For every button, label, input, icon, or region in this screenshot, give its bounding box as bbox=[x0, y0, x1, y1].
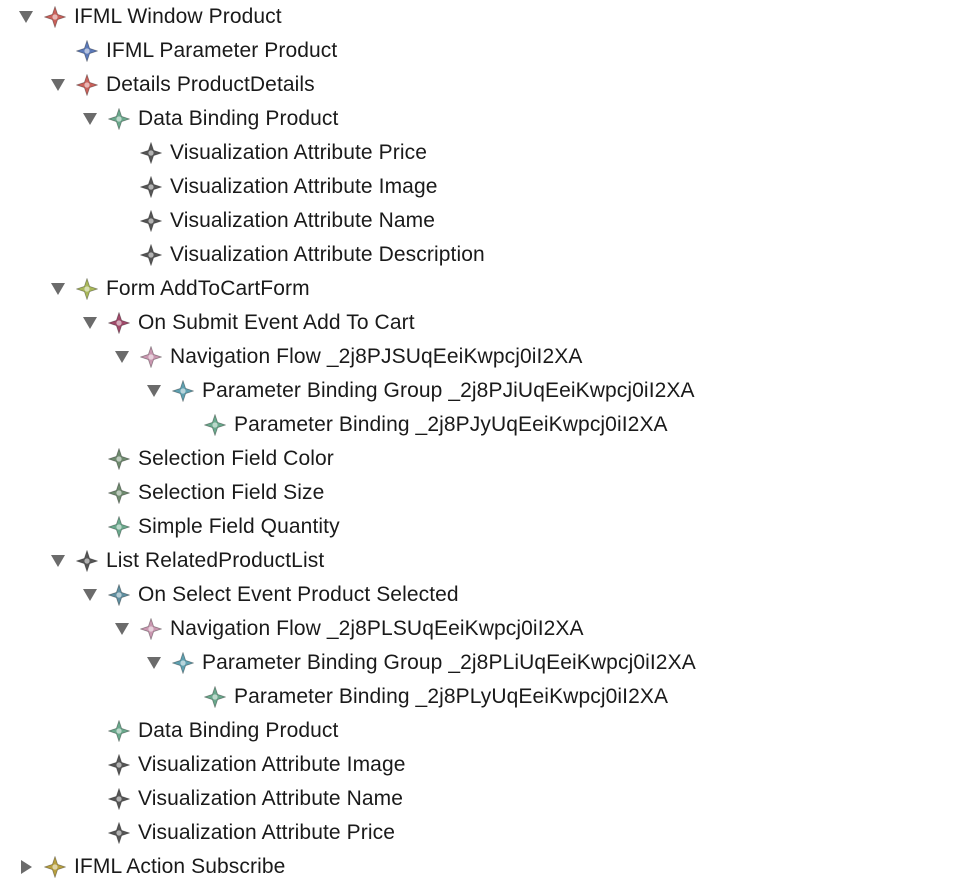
tree-item[interactable]: On Select Event Product Selected bbox=[0, 578, 958, 612]
tree-item-label: Visualization Attribute Image bbox=[170, 175, 438, 198]
tree-item[interactable]: Details ProductDetails bbox=[0, 68, 958, 102]
tree-item[interactable]: Selection Field Color bbox=[0, 442, 958, 476]
details-icon bbox=[76, 74, 98, 96]
tree-item[interactable]: Simple Field Quantity bbox=[0, 510, 958, 544]
tree-item-label: Visualization Attribute Image bbox=[138, 753, 406, 776]
tree-item[interactable]: Parameter Binding Group _2j8PJiUqEeiKwpc… bbox=[0, 374, 958, 408]
tree-item-label: Visualization Attribute Description bbox=[170, 243, 485, 266]
tree-item[interactable]: Visualization Attribute Name bbox=[0, 204, 958, 238]
tree-item[interactable]: Parameter Binding _2j8PJyUqEeiKwpcj0iI2X… bbox=[0, 408, 958, 442]
selection-field-icon bbox=[108, 482, 130, 504]
form-icon bbox=[76, 278, 98, 300]
tree-item[interactable]: Visualization Attribute Price bbox=[0, 136, 958, 170]
tree-item[interactable]: Visualization Attribute Image bbox=[0, 170, 958, 204]
tree-item-label: On Submit Event Add To Cart bbox=[138, 311, 415, 334]
tree-item-label: Visualization Attribute Name bbox=[170, 209, 436, 232]
visualization-attribute-icon bbox=[140, 244, 162, 266]
tree-item[interactable]: IFML Parameter Product bbox=[0, 34, 958, 68]
data-binding-icon bbox=[108, 720, 130, 742]
expand-toggle-open-icon[interactable] bbox=[115, 350, 129, 364]
visualization-attribute-icon bbox=[140, 176, 162, 198]
tree-item[interactable]: On Submit Event Add To Cart bbox=[0, 306, 958, 340]
tree-item[interactable]: IFML Action Subscribe bbox=[0, 850, 958, 884]
parameter-icon bbox=[76, 40, 98, 62]
tree-item-label: Navigation Flow _2j8PJSUqEeiKwpcj0iI2XA bbox=[170, 345, 583, 368]
selection-field-icon bbox=[108, 448, 130, 470]
expand-toggle-open-icon[interactable] bbox=[147, 384, 161, 398]
tree-item-label: Parameter Binding Group _2j8PLiUqEeiKwpc… bbox=[202, 651, 696, 674]
tree-item-label: Parameter Binding Group _2j8PJiUqEeiKwpc… bbox=[202, 379, 695, 402]
data-binding-icon bbox=[108, 108, 130, 130]
tree-item-label: Visualization Attribute Price bbox=[170, 141, 427, 164]
tree-item-label: Visualization Attribute Name bbox=[138, 787, 404, 810]
window-icon bbox=[44, 6, 66, 28]
tree-item-label: Selection Field Color bbox=[138, 447, 334, 470]
tree-item-label: Simple Field Quantity bbox=[138, 515, 340, 538]
expand-toggle-open-icon[interactable] bbox=[83, 112, 97, 126]
expand-toggle-open-icon[interactable] bbox=[51, 282, 65, 296]
tree-item[interactable]: Visualization Attribute Description bbox=[0, 238, 958, 272]
visualization-attribute-icon bbox=[108, 822, 130, 844]
tree-item-label: Data Binding Product bbox=[138, 107, 339, 130]
visualization-attribute-icon bbox=[140, 210, 162, 232]
tree-item[interactable]: Form AddToCartForm bbox=[0, 272, 958, 306]
list-icon bbox=[76, 550, 98, 572]
select-event-icon bbox=[108, 584, 130, 606]
tree-item[interactable]: Data Binding Product bbox=[0, 714, 958, 748]
tree-item[interactable]: Visualization Attribute Image bbox=[0, 748, 958, 782]
tree-item[interactable]: Navigation Flow _2j8PJSUqEeiKwpcj0iI2XA bbox=[0, 340, 958, 374]
tree-item[interactable]: Parameter Binding Group _2j8PLiUqEeiKwpc… bbox=[0, 646, 958, 680]
parameter-binding-icon bbox=[204, 686, 226, 708]
tree-item[interactable]: IFML Window Product bbox=[0, 0, 958, 34]
tree-item-label: Navigation Flow _2j8PLSUqEeiKwpcj0iI2XA bbox=[170, 617, 584, 640]
tree-item-label: Parameter Binding _2j8PJyUqEeiKwpcj0iI2X… bbox=[234, 413, 668, 436]
expand-toggle-open-icon[interactable] bbox=[51, 554, 65, 568]
submit-event-icon bbox=[108, 312, 130, 334]
tree-item-label: List RelatedProductList bbox=[106, 549, 325, 572]
expand-toggle-open-icon[interactable] bbox=[83, 316, 97, 330]
tree-item-label: Parameter Binding _2j8PLyUqEeiKwpcj0iI2X… bbox=[234, 685, 669, 708]
tree-item-label: IFML Window Product bbox=[74, 5, 282, 28]
tree-item-label: Form AddToCartForm bbox=[106, 277, 310, 300]
visualization-attribute-icon bbox=[108, 788, 130, 810]
simple-field-icon bbox=[108, 516, 130, 538]
tree-item[interactable]: List RelatedProductList bbox=[0, 544, 958, 578]
expand-toggle-closed-icon[interactable] bbox=[19, 860, 33, 874]
expand-toggle-open-icon[interactable] bbox=[147, 656, 161, 670]
parameter-binding-group-icon bbox=[172, 652, 194, 674]
tree-item-label: Details ProductDetails bbox=[106, 73, 315, 96]
tree-item-label: Visualization Attribute Price bbox=[138, 821, 395, 844]
navigation-flow-icon bbox=[140, 618, 162, 640]
tree-item-label: Selection Field Size bbox=[138, 481, 325, 504]
tree-item[interactable]: Navigation Flow _2j8PLSUqEeiKwpcj0iI2XA bbox=[0, 612, 958, 646]
tree-item[interactable]: Visualization Attribute Price bbox=[0, 816, 958, 850]
visualization-attribute-icon bbox=[108, 754, 130, 776]
tree-item-label: IFML Action Subscribe bbox=[74, 855, 286, 878]
visualization-attribute-icon bbox=[140, 142, 162, 164]
parameter-binding-icon bbox=[204, 414, 226, 436]
parameter-binding-group-icon bbox=[172, 380, 194, 402]
tree-item[interactable]: Parameter Binding _2j8PLyUqEeiKwpcj0iI2X… bbox=[0, 680, 958, 714]
tree-item-label: IFML Parameter Product bbox=[106, 39, 338, 62]
expand-toggle-open-icon[interactable] bbox=[51, 78, 65, 92]
tree-item-label: Data Binding Product bbox=[138, 719, 339, 742]
tree-item[interactable]: Data Binding Product bbox=[0, 102, 958, 136]
navigation-flow-icon bbox=[140, 346, 162, 368]
tree-item[interactable]: Selection Field Size bbox=[0, 476, 958, 510]
action-icon bbox=[44, 856, 66, 878]
tree-item-label: On Select Event Product Selected bbox=[138, 583, 459, 606]
expand-toggle-open-icon[interactable] bbox=[83, 588, 97, 602]
tree-item[interactable]: Visualization Attribute Name bbox=[0, 782, 958, 816]
expand-toggle-open-icon[interactable] bbox=[19, 10, 33, 24]
expand-toggle-open-icon[interactable] bbox=[115, 622, 129, 636]
